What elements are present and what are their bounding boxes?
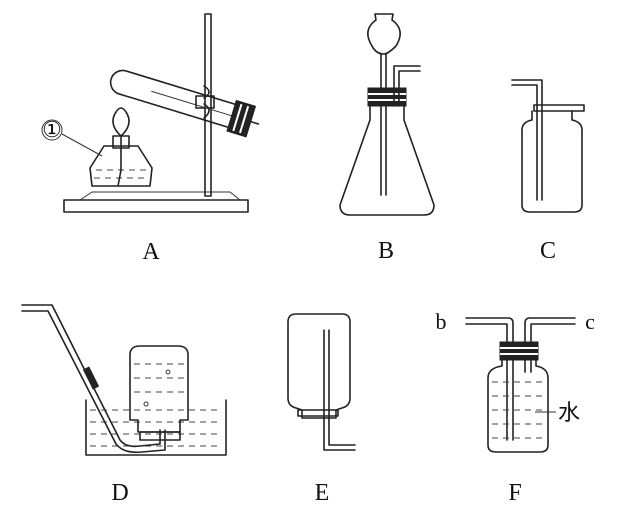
- apparatus-a: ① A: [41, 13, 260, 265]
- label-d: D: [111, 480, 128, 506]
- apparatus-d: D: [21, 304, 227, 506]
- port-b-label: b: [436, 309, 447, 334]
- label-e: E: [315, 480, 330, 506]
- apparatus-e: E: [287, 313, 356, 506]
- apparatus-f: b c 水 F: [436, 309, 596, 506]
- port-c-label: c: [585, 309, 595, 334]
- label-c: C: [540, 238, 556, 264]
- water-label: 水: [558, 401, 580, 426]
- label-a: A: [142, 239, 160, 265]
- apparatus-c: C: [511, 79, 585, 264]
- label-b: B: [378, 238, 394, 264]
- apparatus-b: B: [339, 13, 435, 264]
- label-f: F: [508, 480, 521, 506]
- marker-1-label: ①: [42, 117, 62, 142]
